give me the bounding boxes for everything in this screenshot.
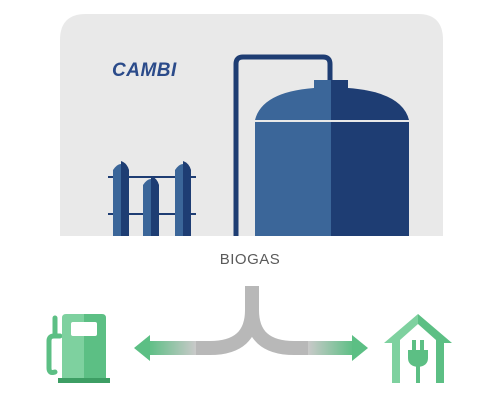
gas-pipe [233, 54, 333, 236]
fuel-pump-icon [46, 314, 110, 383]
tank-1 [113, 161, 129, 236]
cambi-logo: CAMBI [112, 60, 177, 81]
tank-3 [175, 161, 191, 236]
arrow-to-power [308, 335, 368, 361]
arrow-to-fuel [134, 335, 196, 361]
house-power-plug-icon [384, 314, 452, 383]
digester-tank [255, 80, 409, 236]
scrubber-tanks [108, 161, 196, 236]
biogas-label: BIOGAS [219, 251, 281, 268]
tank-2 [143, 176, 159, 236]
biogas-split-pipe [182, 286, 322, 355]
